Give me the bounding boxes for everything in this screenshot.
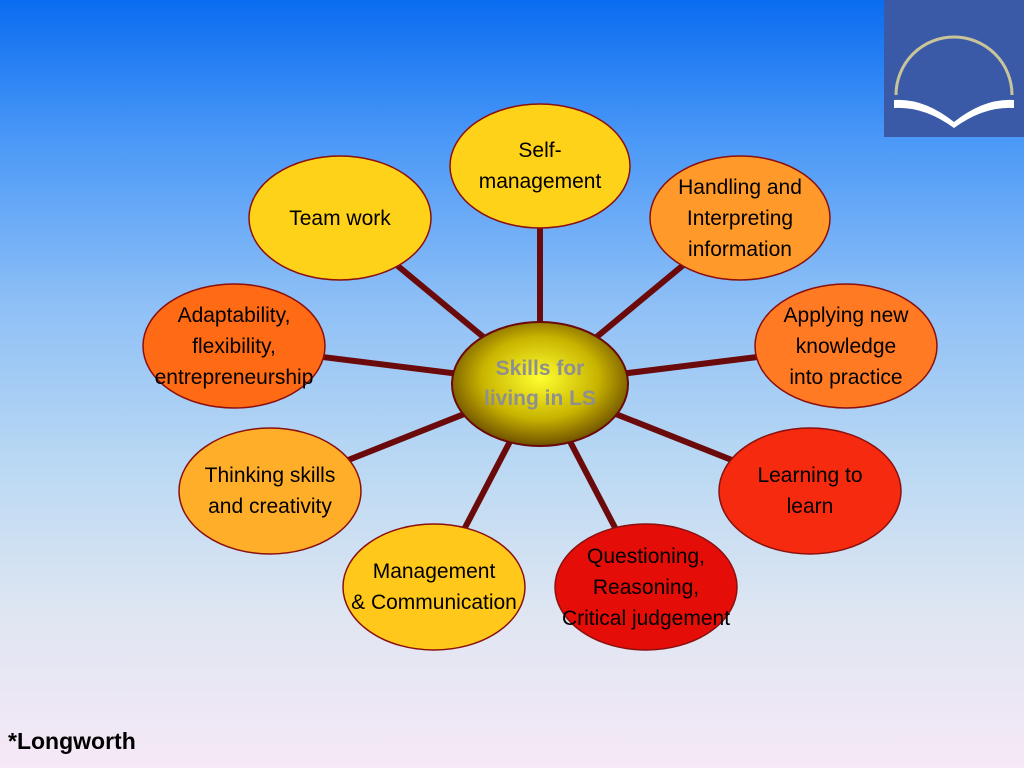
node-team-work <box>248 155 432 281</box>
node-self-management <box>449 103 631 229</box>
node-learning-to-learn <box>718 427 902 555</box>
footnote: *Longworth <box>8 728 136 754</box>
logo <box>884 0 1024 137</box>
open-book-arch-logo-icon <box>894 35 1014 128</box>
node-applying-knowledge <box>754 283 938 409</box>
center-node <box>451 321 629 447</box>
node-adaptability <box>142 283 326 409</box>
node-thinking-skills <box>178 427 362 555</box>
node-handling-interpreting <box>649 155 831 281</box>
center-label: Skills for living in LS <box>483 357 596 410</box>
node-questioning-reasoning <box>554 523 738 651</box>
node-management-communication <box>342 523 526 651</box>
